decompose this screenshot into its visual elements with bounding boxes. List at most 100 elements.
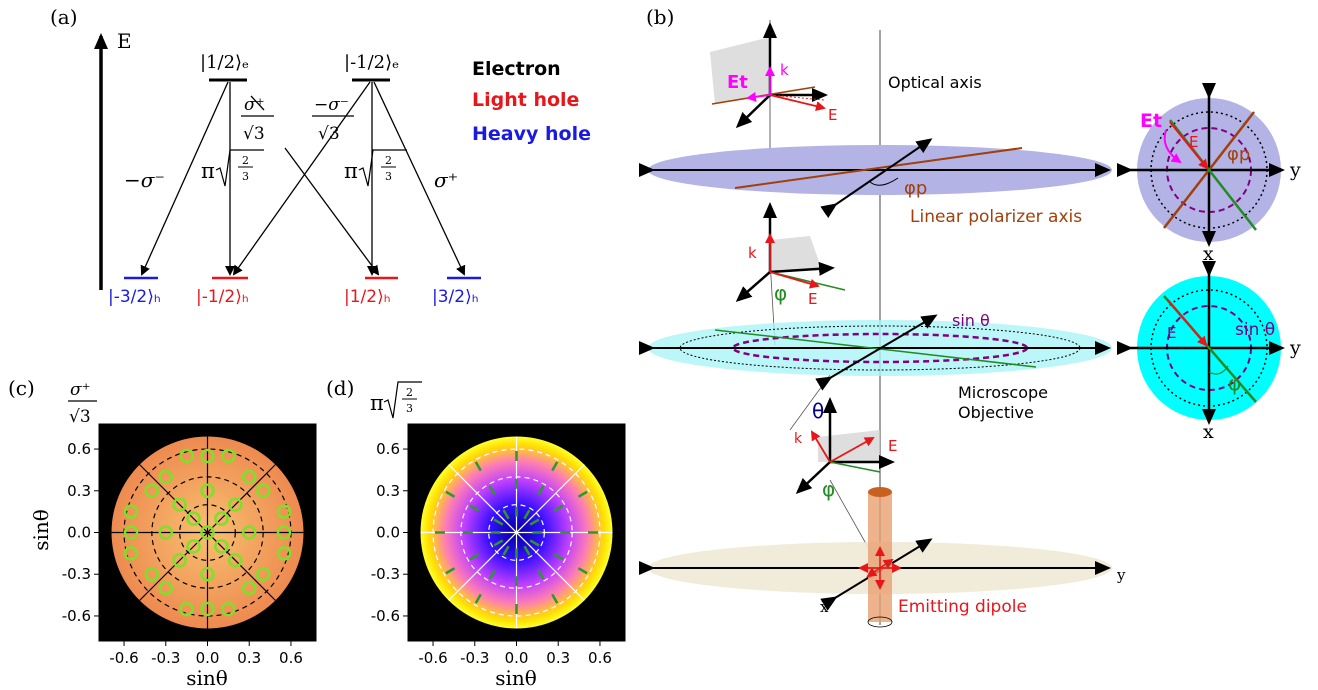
polarization-marker (228, 553, 243, 568)
polarization-marker (474, 593, 482, 604)
state-hh-minus: |-3/2⟩ₕ (108, 287, 161, 307)
y-tick-label: 0.0 (376, 524, 400, 542)
plot-d-xlabel: sinθ (495, 666, 537, 690)
x-tick-label: 0.6 (279, 649, 303, 667)
panel-label-b: (b) (646, 5, 674, 29)
right-objective-phi: φ (1228, 371, 1241, 395)
polarization-marker (529, 518, 540, 526)
low-E-label: E (888, 437, 897, 455)
panel-label-a: (a) (50, 5, 78, 29)
polarization-marker (144, 566, 160, 582)
polarization-marker (577, 490, 588, 498)
low-axis-x (795, 461, 831, 495)
polarization-marker (241, 469, 257, 485)
dipole-bottom (867, 616, 893, 628)
polarization-marker (241, 580, 257, 596)
polarization-marker (276, 546, 292, 561)
label-minus-sigma-minus: −σ⁻ (124, 168, 165, 192)
polarization-marker (493, 539, 504, 547)
top-Et-label: Et (727, 72, 748, 93)
sqrt-sign (383, 381, 422, 419)
right-polarizer-phi-p: φp (1227, 144, 1250, 165)
label-sigma-plus-num: σ⁺ (244, 95, 265, 115)
polarization-marker (186, 511, 201, 526)
phi-p-label: φp (904, 178, 927, 199)
right-polarizer-Et-arrow (1163, 129, 1182, 164)
y-tick-label: -0.3 (62, 565, 91, 583)
phi-p-arc (869, 177, 899, 186)
legend-light-hole: Light hole (472, 89, 579, 111)
polarization-marker (537, 485, 545, 496)
mid-plane (770, 236, 822, 272)
polarization-marker (221, 448, 236, 464)
radial-guide (448, 464, 585, 601)
frac-den: 3 (406, 402, 413, 415)
polarization-marker (172, 553, 187, 568)
transition-up-to-lh-plus-start (250, 95, 265, 111)
y-tick-label: -0.6 (62, 607, 91, 625)
linear-polarizer-axis-label: Linear polarizer axis (910, 207, 1082, 227)
y-tick-label: -0.3 (371, 565, 400, 583)
top-k-label: k (780, 61, 789, 79)
polarization-marker (469, 504, 480, 512)
mid-k-label: k (748, 244, 757, 262)
top-Et-vector (746, 91, 771, 102)
transition-down-to-lh-minus (232, 81, 371, 276)
low-k-vector (810, 430, 831, 463)
polarization-marker (255, 483, 271, 499)
polarization-marker (179, 601, 194, 617)
pi-symbol: π (201, 159, 215, 183)
x-tick-label: -0.6 (418, 649, 447, 667)
polarization-marker (144, 483, 160, 499)
polarization-marker (200, 448, 215, 464)
label-sigma-plus: σ⁺ (434, 168, 458, 192)
mid-E-label: E (808, 290, 817, 308)
polarization-marker (179, 448, 194, 464)
plot-c-ylabel: sinθ (29, 509, 53, 551)
polarization-marker (158, 525, 174, 540)
mid-phi-label: φ (774, 281, 787, 305)
frac-num: 2 (242, 154, 249, 167)
panel-b: (b) Optical axis φp Linear polarizer axi… (639, 5, 1301, 628)
polarization-marker (214, 511, 229, 526)
x-tick-label: 0.3 (546, 649, 570, 667)
frac-den: 3 (385, 170, 392, 183)
top-axis-x (735, 94, 771, 129)
right-objective-phi-arc (1208, 365, 1229, 375)
mid-axis-y (769, 261, 835, 276)
frac-num: 2 (406, 386, 413, 399)
panel-label-c: (c) (8, 376, 35, 400)
x-tick-label: 0.3 (237, 649, 261, 667)
sample-y-label: y (1116, 566, 1126, 584)
transition-up-to-lh-plus (284, 147, 380, 276)
right-objective-E-label: E (1167, 324, 1176, 342)
right-objective-sin-theta: sin θ (1235, 320, 1275, 340)
transition-down-to-hh-plus (373, 81, 466, 276)
state-hh-plus: |3/2⟩ₕ (432, 287, 479, 307)
polarization-marker (488, 485, 496, 496)
polarization-marker (493, 518, 504, 526)
polarization-marker (523, 545, 531, 556)
label-sqrt3-1: √3 (243, 124, 265, 144)
right-objective-x-label: x (1203, 421, 1214, 443)
polarization-marker (276, 525, 292, 540)
polarization-marker (502, 509, 510, 520)
panel-d-title: π 2 3 (370, 381, 422, 419)
frac-den: 3 (242, 170, 249, 183)
polarization-marker (200, 525, 215, 540)
sqrt-sign (215, 149, 264, 187)
polarization-marker (523, 509, 531, 520)
right-polarizer-Et-label: Et (1140, 110, 1162, 132)
label-pi-sqrt-left: π 2 3 (201, 149, 264, 187)
polarization-marker (551, 461, 559, 472)
x-tick-label: -0.3 (460, 649, 489, 667)
right-objective-y-label: y (1289, 337, 1301, 359)
frac-num: 2 (385, 154, 392, 167)
polarization-marker (241, 525, 257, 540)
mid-axis-x (735, 271, 771, 302)
low-k-label: k (794, 431, 803, 447)
label-minus-sigma-minus-num: −σ⁻ (314, 95, 349, 115)
legend-heavy-hole: Heavy hole (472, 123, 591, 145)
